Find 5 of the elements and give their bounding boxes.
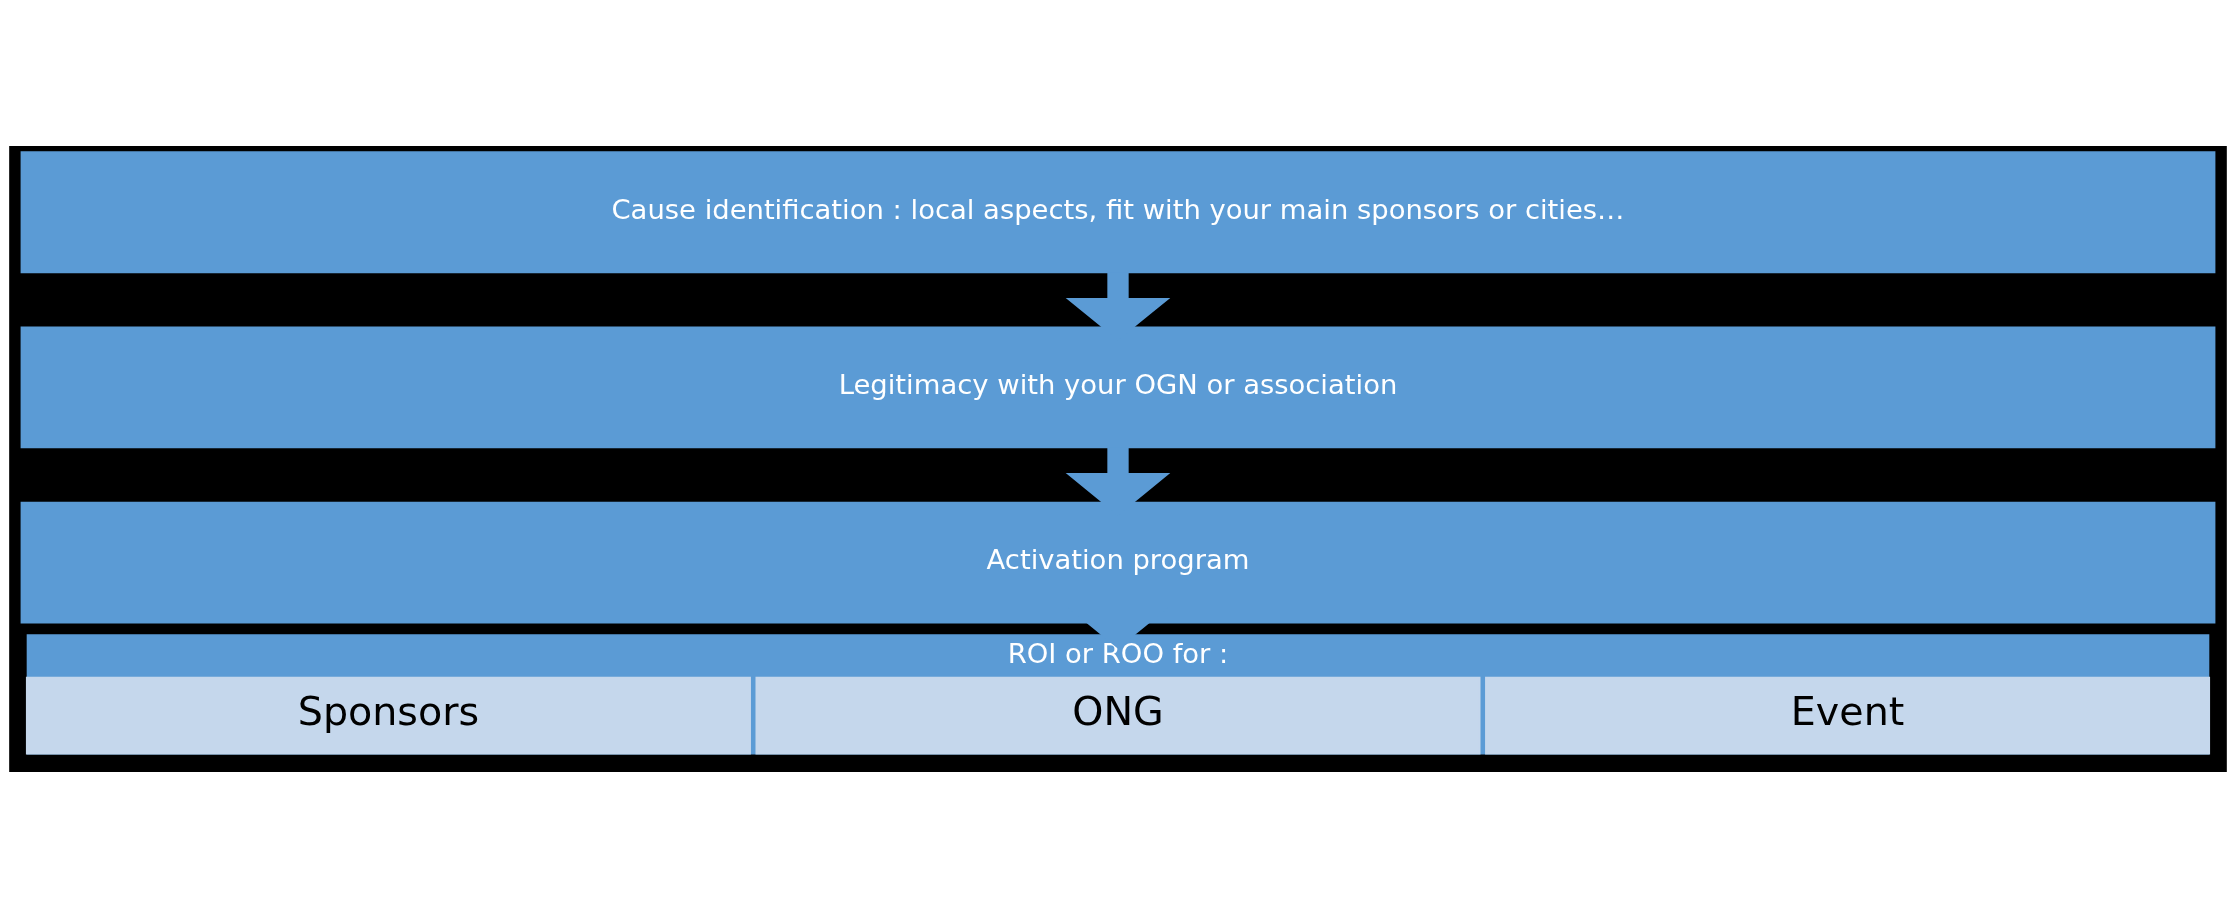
- node-box: Legitimacy with your OGN or association: [20, 326, 2216, 449]
- node-box: Sponsors: [25, 676, 751, 755]
- node-box: Cause identification : local aspects, fit with your main sponsors or cities…: [20, 151, 2216, 274]
- node-box: ONG: [755, 676, 1481, 755]
- node-box: Event: [1485, 676, 2211, 755]
